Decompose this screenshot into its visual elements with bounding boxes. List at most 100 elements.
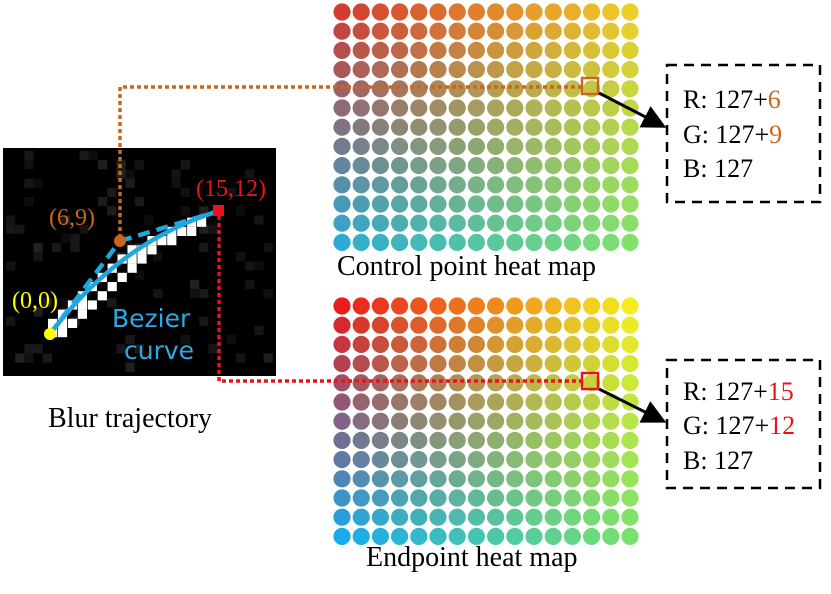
control-heatmap-dot (410, 80, 428, 98)
control-heatmap-dot (487, 176, 505, 194)
endpoint-heatmap-dot (467, 412, 485, 430)
endpoint-heatmap-dot (467, 316, 485, 334)
control-heatmap-dot (487, 99, 505, 117)
control-heatmap-dot (487, 80, 505, 98)
endpoint-heatmap-dot (506, 527, 524, 546)
endpoint-heatmap-dot (371, 297, 389, 315)
control-heatmap-dot (506, 214, 524, 232)
control-heatmap-dot (602, 195, 620, 213)
endpoint-heatmap-dot (352, 527, 370, 546)
control-heatmap-dot (506, 22, 524, 40)
control-heatmap-dot (333, 157, 351, 175)
control-heatmap-dot (391, 99, 409, 117)
trajectory-pixel (117, 272, 127, 282)
noise-pixel (6, 316, 16, 326)
control-value-box: R: 127+6 G: 127+9 B: 127 (665, 63, 822, 204)
endpoint-heatmap-dot (487, 412, 505, 430)
control-heatmap-dot (410, 99, 428, 117)
control-heatmap-dot (333, 195, 351, 213)
noise-pixel (24, 197, 34, 207)
endpoint-heatmap-dot (563, 451, 582, 469)
control-heatmap-dot (391, 3, 409, 21)
control-heatmap-dot (544, 233, 562, 251)
endpoint-heatmap-dot (352, 335, 370, 353)
control-heatmap-dot (467, 233, 485, 251)
trajectory-pixel (127, 254, 137, 264)
endpoint-heatmap-dot (448, 412, 466, 430)
endpoint-heatmap-dot (448, 335, 466, 353)
endpoint-heatmap-dot (391, 355, 409, 373)
noise-pixel (208, 224, 218, 234)
endpoint-r-value: 15 (768, 377, 794, 406)
bezier-curve-label-line1: Bezier (112, 304, 191, 333)
control-heatmap-dot (563, 157, 582, 175)
endpoint-heatmap-dot (429, 393, 447, 411)
control-heatmap-dot (448, 22, 466, 40)
control-heatmap-dot (448, 3, 466, 21)
noise-pixel (24, 151, 34, 161)
noise-pixel (33, 307, 43, 317)
control-heatmap-dot (525, 195, 543, 213)
endpoint-heatmap-dot (563, 335, 582, 353)
endpoint-heatmap-dot (333, 297, 351, 315)
endpoint-heatmap-dot (583, 316, 601, 334)
endpoint-heatmap-dot (583, 393, 601, 411)
endpoint-heatmap-dot (352, 431, 370, 449)
endpoint-heatmap-dot (621, 508, 639, 526)
endpoint-heatmap-dot (333, 374, 351, 392)
control-heatmap-dot (583, 233, 601, 251)
endpoint-heatmap-dot (544, 489, 562, 507)
endpoint-heatmap-dot (467, 393, 485, 411)
noise-pixel (180, 187, 190, 197)
trajectory-pixel (197, 217, 207, 227)
endpoint-heatmap-dot (391, 412, 409, 430)
control-heatmap-dot (525, 176, 543, 194)
endpoint-heatmap-dot (602, 316, 620, 334)
noise-pixel (171, 178, 181, 188)
control-heatmap-dot (487, 3, 505, 21)
endpoint-heatmap-dot (429, 508, 447, 526)
noise-pixel (24, 178, 34, 188)
noise-pixel (199, 206, 209, 216)
bezier-curve-label-line2: curve (124, 336, 194, 365)
endpoint-heatmap-dot (352, 508, 370, 526)
control-heatmap-dot (506, 233, 524, 251)
control-heatmap-dot (544, 61, 562, 79)
noise-pixel (245, 261, 255, 271)
endpoint-heatmap-dot (429, 374, 447, 392)
endpoint-heatmap-dot (371, 470, 389, 488)
control-heatmap-caption: Control point heat map (337, 251, 596, 282)
control-heatmap-dot (563, 233, 582, 251)
endpoint-heatmap-dot (391, 489, 409, 507)
endpoint-heatmap-dot (352, 374, 370, 392)
control-heatmap-dot (410, 157, 428, 175)
endpoint-heatmap-dot (602, 297, 620, 315)
noise-pixel (24, 344, 34, 354)
endpoint-heatmap-dot (525, 374, 543, 392)
noise-pixel (254, 325, 264, 335)
endpoint-heatmap-dot (583, 335, 601, 353)
control-heatmap-dot (621, 195, 639, 213)
endpoint-connector (217, 216, 582, 383)
noise-pixel (33, 243, 43, 253)
control-heatmap-dot (352, 176, 370, 194)
endpoint-heatmap-dot (583, 527, 601, 546)
endpoint-heatmap-dot (621, 470, 639, 488)
control-heatmap-dot (506, 176, 524, 194)
endpoint-heatmap-dot (371, 355, 389, 373)
control-heatmap-dot (563, 176, 582, 194)
endpoint-heatmap-dot (429, 527, 447, 546)
noise-pixel (190, 279, 200, 289)
control-heatmap-dot (371, 214, 389, 232)
control-heatmap-dot (544, 22, 562, 40)
endpoint-heatmap-dot (563, 316, 582, 334)
endpoint-heatmap-dot (333, 355, 351, 373)
endpoint-heatmap-dot (506, 489, 524, 507)
endpoint-heatmap-dot (525, 508, 543, 526)
endpoint-heatmap-dot (410, 335, 428, 353)
endpoint-heatmap-dot (544, 393, 562, 411)
endpoint-heatmap-dot (544, 297, 562, 315)
control-heatmap-dot (583, 176, 601, 194)
control-heatmap-dot (352, 157, 370, 175)
control-heatmap-dot (563, 22, 582, 40)
